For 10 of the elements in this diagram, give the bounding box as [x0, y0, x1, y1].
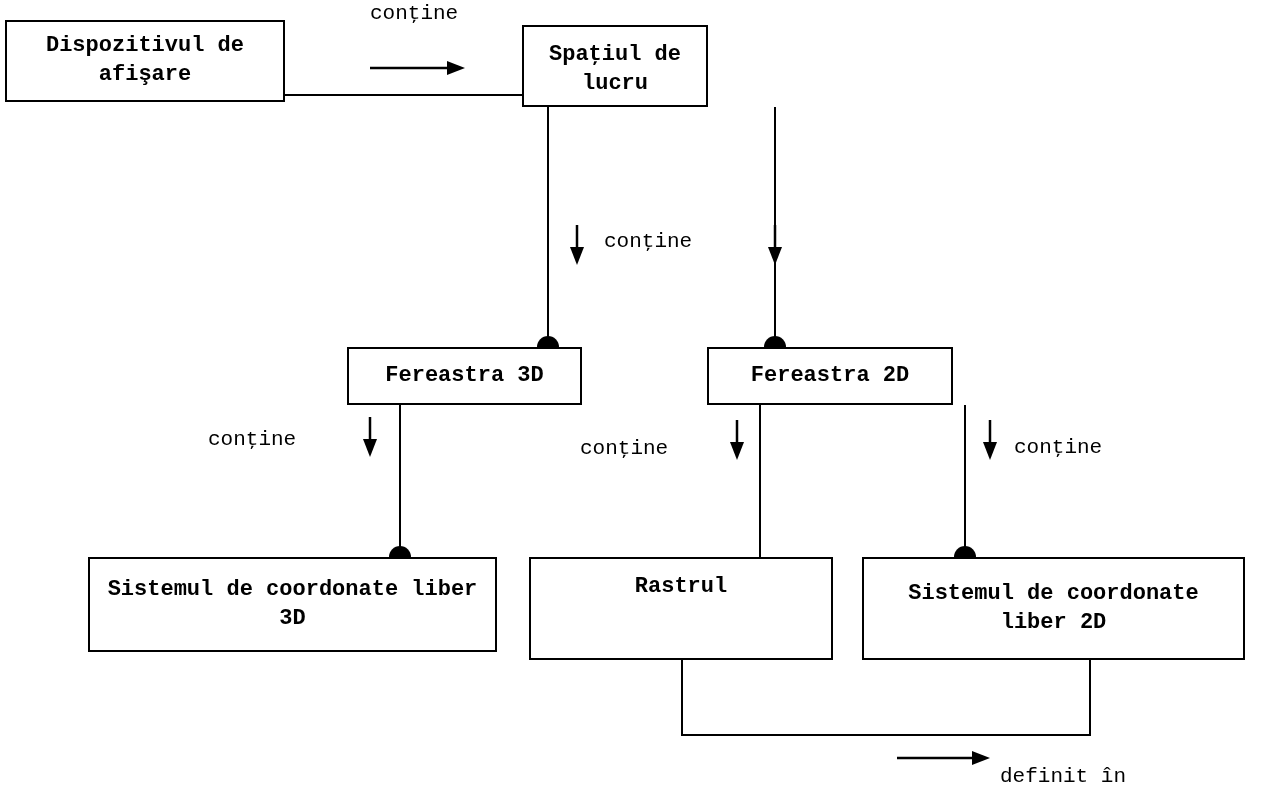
process-box: Spaţiul de lucru	[522, 25, 708, 107]
process-box: Fereastra 2D	[707, 347, 953, 405]
process-box: Fereastra 3D	[347, 347, 582, 405]
process-box: Dispozitivul de afişare	[5, 20, 285, 102]
connector	[759, 404, 761, 558]
process-box: Sistemul de coordonate liber 3D	[88, 557, 497, 652]
process-box: Sistemul de coordonate liber 2D	[862, 557, 1245, 660]
process-box: Rastrul	[529, 557, 833, 660]
connector	[681, 659, 1091, 736]
connector	[284, 94, 523, 96]
